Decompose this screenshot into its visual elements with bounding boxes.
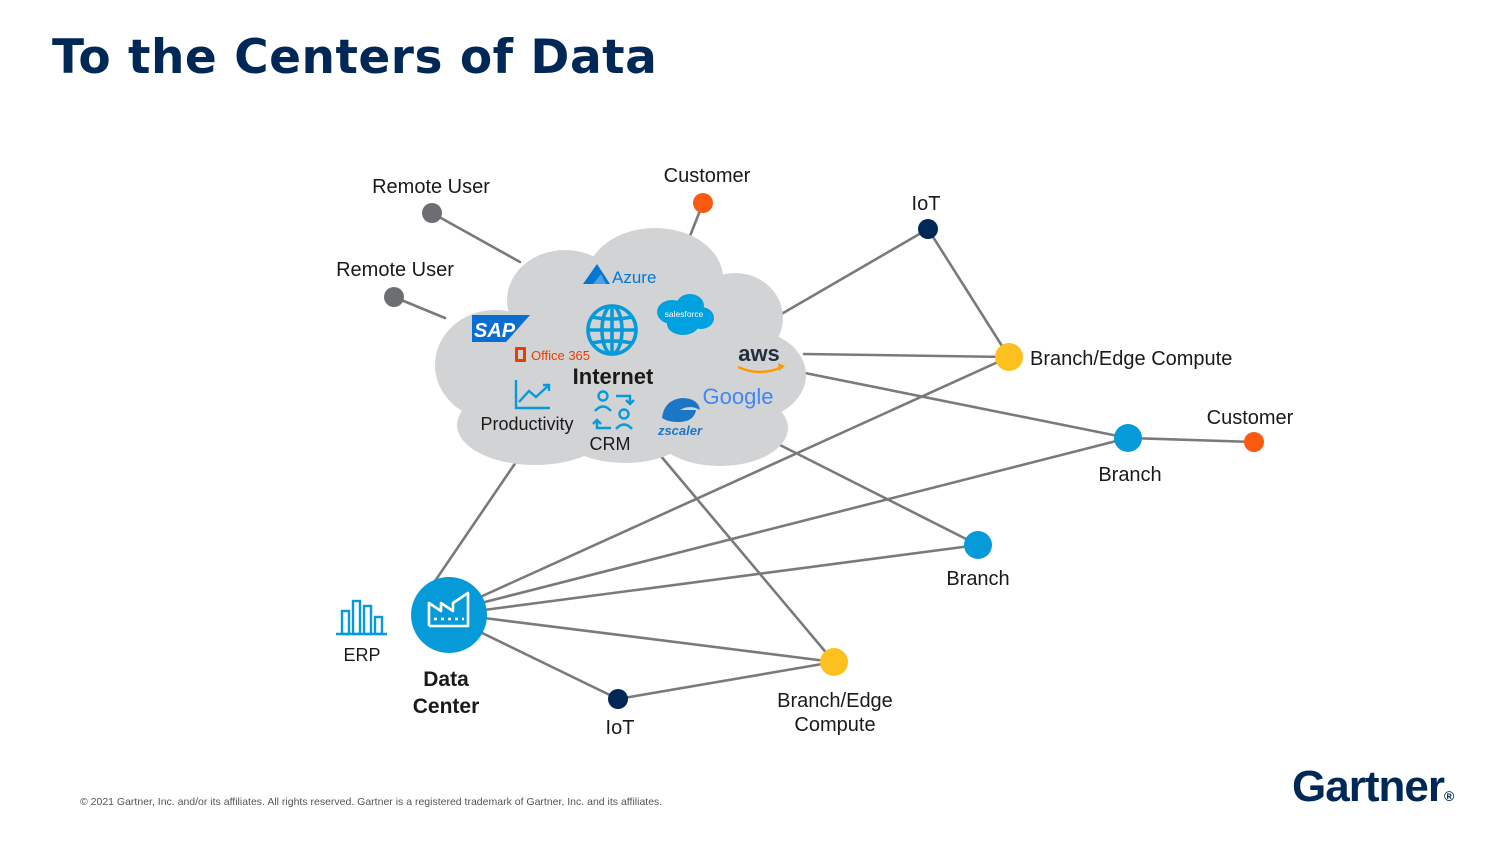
azure-logo: Azure: [583, 264, 656, 287]
internet-cloud: [435, 228, 806, 466]
office365-label: Office 365: [531, 348, 590, 363]
zscaler-logo: zscaler: [657, 398, 703, 438]
azure-label: Azure: [612, 268, 656, 287]
aws-smile-icon: [737, 365, 783, 374]
edge-data-center-branch-edge-bottom: [482, 616, 836, 664]
productivity-icon: [514, 380, 551, 410]
customer-label-top: Customer: [664, 165, 751, 187]
google-logo: Google: [703, 384, 774, 409]
edge-data-center-iot-bottom: [474, 628, 620, 701]
copyright-footer: © 2021 Gartner, Inc. and/or its affiliat…: [80, 796, 663, 808]
edge-remote-user-1-internet: [430, 211, 522, 264]
crm-label: CRM: [590, 434, 631, 454]
zscaler-label: zscaler: [657, 423, 703, 438]
branch-edge-label-bottom-2: Compute: [794, 714, 875, 736]
branch-edge-label-bottom-1: Branch/Edge: [777, 690, 893, 712]
sap-label: SAP: [474, 320, 516, 342]
gartner-logo: Gartner®: [1292, 762, 1454, 812]
edge-internet-branch-mid: [774, 441, 980, 547]
google-label: Google: [703, 384, 774, 409]
aws-logo: aws: [737, 341, 785, 374]
customer-node-top: [693, 193, 713, 213]
aws-label: aws: [738, 341, 780, 366]
sap-icon: [472, 315, 530, 342]
registered-mark: ®: [1443, 788, 1455, 804]
remote-user-node-2: [384, 287, 404, 307]
branch-edge-label-right: Branch/Edge Compute: [1030, 348, 1232, 370]
branch-node-right: [1114, 424, 1142, 452]
erp-label: ERP: [343, 645, 380, 665]
branch-label-right: Branch: [1098, 464, 1161, 486]
salesforce-logo: salesforce: [657, 294, 714, 335]
branch-node-mid: [964, 531, 992, 559]
branch-edge-node-right: [995, 343, 1023, 371]
factory-icon: [427, 591, 470, 628]
edge-iot-bottom-branch-edge-bottom: [616, 660, 836, 701]
edge-iot-top-branch-edge: [926, 227, 1011, 359]
iot-node-bottom: [608, 689, 628, 709]
edge-internet-data-center: [431, 460, 518, 586]
edge-internet-iot-top: [776, 227, 930, 318]
globe-icon: [586, 304, 638, 356]
office365-logo: Office 365: [515, 347, 590, 363]
data-center-label-1: Data: [423, 668, 469, 691]
crm-icon: [592, 390, 635, 430]
remote-user-node-1: [422, 203, 442, 223]
edge-internet-branch-edge: [802, 352, 1011, 359]
customer-node-right: [1244, 432, 1264, 452]
customer-label-right: Customer: [1207, 407, 1294, 429]
edge-data-center-branch-mid: [482, 543, 980, 612]
internet-label: Internet: [573, 364, 654, 389]
remote-user-label-1: Remote User: [372, 176, 490, 198]
edge-branch-right-customer: [1126, 436, 1256, 444]
edge-data-center-branch-edge: [476, 355, 1011, 600]
edge-internet-branch-edge-bottom: [658, 453, 836, 664]
data-center-label-2: Center: [413, 695, 480, 718]
remote-user-label-2: Remote User: [336, 259, 454, 281]
sap-logo: SAP: [472, 315, 530, 342]
data-center-node: [411, 577, 487, 653]
iot-node-top: [918, 219, 938, 239]
branch-edge-node-bottom: [820, 648, 848, 676]
iot-label-top: IoT: [912, 193, 941, 215]
edge-internet-branch-right: [798, 370, 1130, 440]
productivity-label: Productivity: [480, 414, 573, 434]
erp-bar-chart-icon: [336, 599, 387, 636]
gartner-wordmark: Gartner: [1292, 762, 1445, 811]
iot-label-bottom: IoT: [606, 717, 635, 739]
slide-title: To the Centers of Data: [52, 30, 658, 85]
salesforce-label: salesforce: [665, 309, 704, 319]
branch-label-mid: Branch: [946, 568, 1009, 590]
zscaler-icon: [662, 398, 700, 422]
edge-data-center-branch-right: [479, 436, 1130, 605]
